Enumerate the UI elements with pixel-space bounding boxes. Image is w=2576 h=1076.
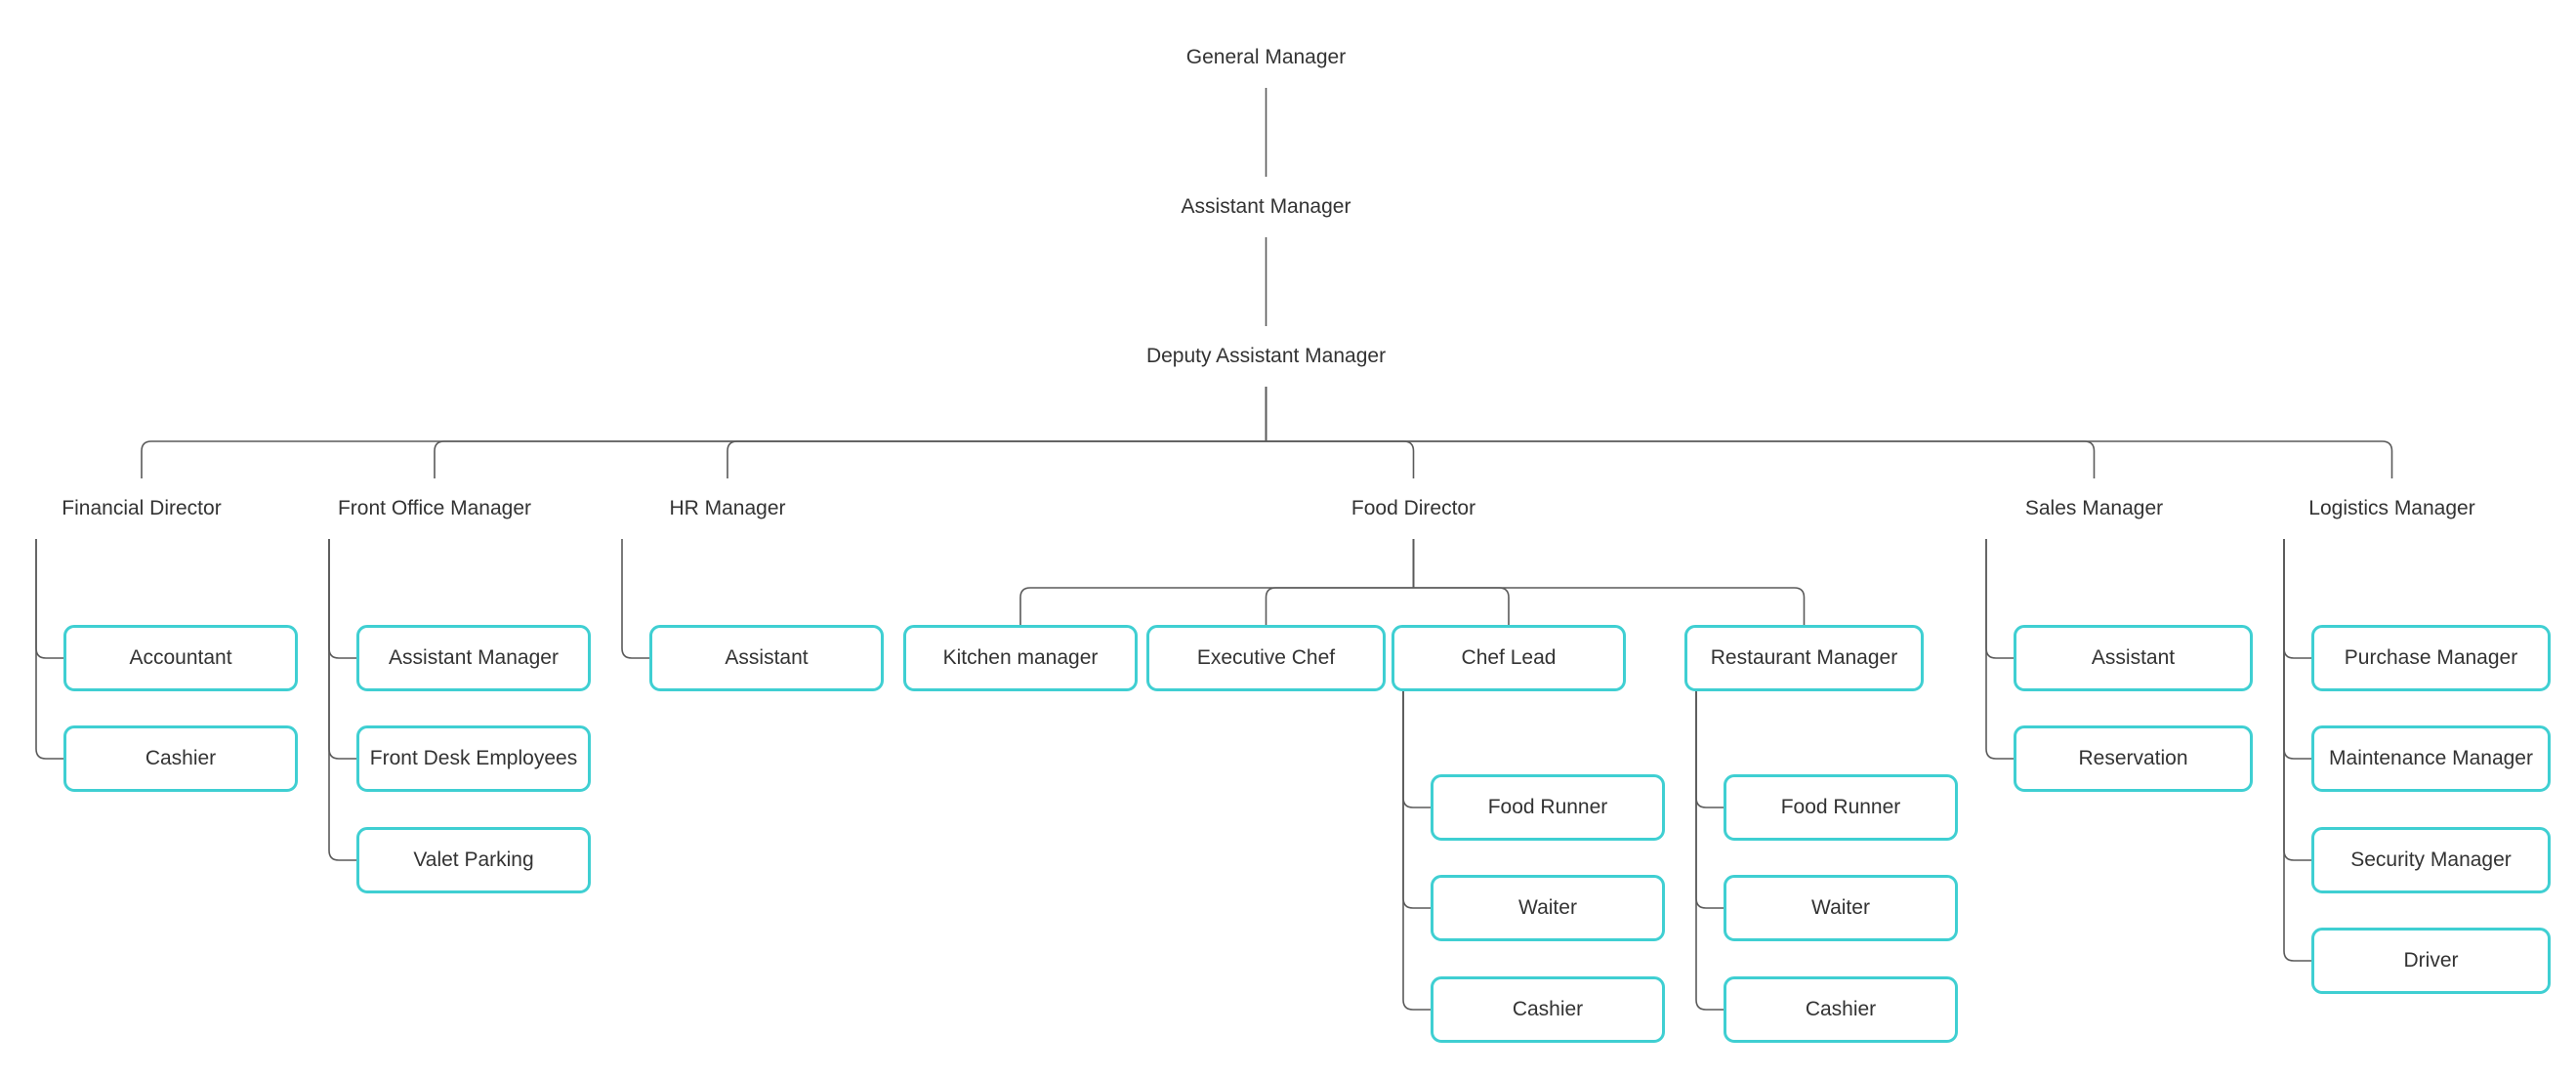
org-node-cl-waiter[interactable]: Waiter — [1431, 875, 1665, 941]
connector-fd-chef-lead-to-cl-food-runner — [1402, 691, 1431, 808]
org-node-label: Waiter — [1518, 896, 1577, 920]
org-node-label: Valet Parking — [413, 848, 534, 872]
org-node-label: Maintenance Manager — [2329, 747, 2533, 770]
org-node-label: Reservation — [2078, 747, 2188, 770]
org-node-fo-front-desk[interactable]: Front Desk Employees — [356, 725, 591, 792]
org-node-label: General Manager — [1185, 46, 1347, 69]
connector-food-director-to-fd-restaurant-manager — [1413, 587, 1806, 625]
org-node-financial-director[interactable]: Financial Director — [24, 478, 259, 539]
connector-deputy-assistant-manager-to-hr-manager — [727, 440, 1267, 478]
org-node-food-director[interactable]: Food Director — [1294, 478, 1533, 539]
connector-front-office-manager-to-fo-assistant-manager — [328, 539, 356, 659]
org-node-assistant-manager[interactable]: Assistant Manager — [1146, 177, 1386, 237]
org-node-general-manager[interactable]: General Manager — [1146, 27, 1386, 88]
org-node-lm-purchase-manager[interactable]: Purchase Manager — [2311, 625, 2551, 691]
connector-deputy-assistant-manager-to-food-director — [1266, 440, 1415, 478]
connector-deputy-assistant-manager-to-front-office-manager — [434, 440, 1267, 478]
org-node-fd-executive-chef[interactable]: Executive Chef — [1146, 625, 1386, 691]
org-node-fd-chef-lead[interactable]: Chef Lead — [1392, 625, 1626, 691]
connector-sales-manager-to-sm-reservation — [1985, 539, 2014, 760]
org-node-label: HR Manager — [669, 497, 786, 520]
org-node-label: Food Runner — [1780, 796, 1901, 819]
connector-deputy-assistant-manager-to-logistics-manager — [1266, 440, 2393, 478]
org-node-cl-cashier[interactable]: Cashier — [1431, 976, 1665, 1043]
connector-fd-chef-lead-to-cl-cashier — [1402, 691, 1431, 1011]
org-node-label: Kitchen manager — [942, 646, 1099, 670]
org-node-rm-cashier[interactable]: Cashier — [1724, 976, 1958, 1043]
org-node-hr-assistant[interactable]: Assistant — [649, 625, 884, 691]
org-node-front-office-manager[interactable]: Front Office Manager — [317, 478, 552, 539]
org-node-label: Cashier — [1805, 998, 1877, 1021]
org-node-sm-reservation[interactable]: Reservation — [2014, 725, 2253, 792]
org-node-label: Assistant — [725, 646, 809, 670]
connector-fd-restaurant-manager-to-rm-cashier — [1695, 691, 1724, 1011]
connector-food-director-to-fd-kitchen-manager — [1019, 587, 1414, 625]
org-node-label: Logistics Manager — [2308, 497, 2475, 520]
org-node-rm-food-runner[interactable]: Food Runner — [1724, 774, 1958, 841]
connector-financial-director-to-fin-cashier — [35, 539, 63, 760]
org-node-deputy-assistant-manager[interactable]: Deputy Assistant Manager — [1146, 326, 1386, 387]
org-node-fd-restaurant-manager[interactable]: Restaurant Manager — [1684, 625, 1924, 691]
org-node-label: Food Runner — [1487, 796, 1608, 819]
org-node-lm-security-manager[interactable]: Security Manager — [2311, 827, 2551, 893]
org-node-label: Assistant Manager — [1181, 195, 1351, 219]
connector-fd-restaurant-manager-to-rm-food-runner — [1695, 691, 1724, 808]
connector-financial-director-to-fin-accountant — [35, 539, 63, 659]
connector-logistics-manager-to-lm-security-manager — [2283, 539, 2311, 861]
org-node-fd-kitchen-manager[interactable]: Kitchen manager — [903, 625, 1138, 691]
org-node-label: Sales Manager — [2024, 497, 2164, 520]
org-node-label: Financial Director — [62, 497, 222, 520]
connector-front-office-manager-to-fo-front-desk — [328, 539, 356, 760]
org-node-rm-waiter[interactable]: Waiter — [1724, 875, 1958, 941]
connector-food-director-to-fd-chef-lead — [1413, 587, 1510, 625]
org-node-label: Assistant — [2091, 646, 2176, 670]
org-node-label: Cashier — [145, 747, 217, 770]
org-node-label: Driver — [2403, 949, 2459, 973]
connector-deputy-assistant-manager-to-sales-manager — [1266, 440, 2096, 478]
org-node-logistics-manager[interactable]: Logistics Manager — [2272, 478, 2512, 539]
connector-hr-manager-to-hr-assistant — [621, 539, 649, 659]
org-node-fo-valet-parking[interactable]: Valet Parking — [356, 827, 591, 893]
org-node-fin-cashier[interactable]: Cashier — [63, 725, 298, 792]
org-node-label: Accountant — [129, 646, 232, 670]
org-node-label: Executive Chef — [1196, 646, 1336, 670]
org-node-fin-accountant[interactable]: Accountant — [63, 625, 298, 691]
org-node-label: Purchase Manager — [2344, 646, 2518, 670]
connector-logistics-manager-to-lm-maintenance-manager — [2283, 539, 2311, 760]
connector-deputy-assistant-manager-to-financial-director — [141, 440, 1267, 478]
connector-fd-chef-lead-to-cl-waiter — [1402, 691, 1431, 909]
org-node-sm-assistant[interactable]: Assistant — [2014, 625, 2253, 691]
org-node-label: Cashier — [1512, 998, 1584, 1021]
org-node-label: Waiter — [1811, 896, 1870, 920]
connector-food-director-to-fd-executive-chef — [1265, 587, 1414, 625]
connector-logistics-manager-to-lm-driver — [2283, 539, 2311, 962]
org-node-sales-manager[interactable]: Sales Manager — [1974, 478, 2214, 539]
org-node-lm-driver[interactable]: Driver — [2311, 928, 2551, 994]
org-node-label: Deputy Assistant Manager — [1145, 345, 1387, 368]
connector-front-office-manager-to-fo-valet-parking — [328, 539, 356, 861]
org-node-lm-maintenance-manager[interactable]: Maintenance Manager — [2311, 725, 2551, 792]
org-node-label: Front Office Manager — [337, 497, 532, 520]
org-node-label: Chef Lead — [1461, 646, 1557, 670]
org-node-fo-assistant-manager[interactable]: Assistant Manager — [356, 625, 591, 691]
org-node-label: Restaurant Manager — [1710, 646, 1898, 670]
org-node-label: Front Desk Employees — [369, 747, 578, 770]
connector-sales-manager-to-sm-assistant — [1985, 539, 2014, 659]
org-node-label: Food Director — [1350, 497, 1476, 520]
org-node-hr-manager[interactable]: HR Manager — [610, 478, 845, 539]
org-node-label: Security Manager — [2350, 848, 2512, 872]
org-node-label: Assistant Manager — [389, 646, 559, 670]
connector-fd-restaurant-manager-to-rm-waiter — [1695, 691, 1724, 909]
org-node-cl-food-runner[interactable]: Food Runner — [1431, 774, 1665, 841]
connector-logistics-manager-to-lm-purchase-manager — [2283, 539, 2311, 659]
